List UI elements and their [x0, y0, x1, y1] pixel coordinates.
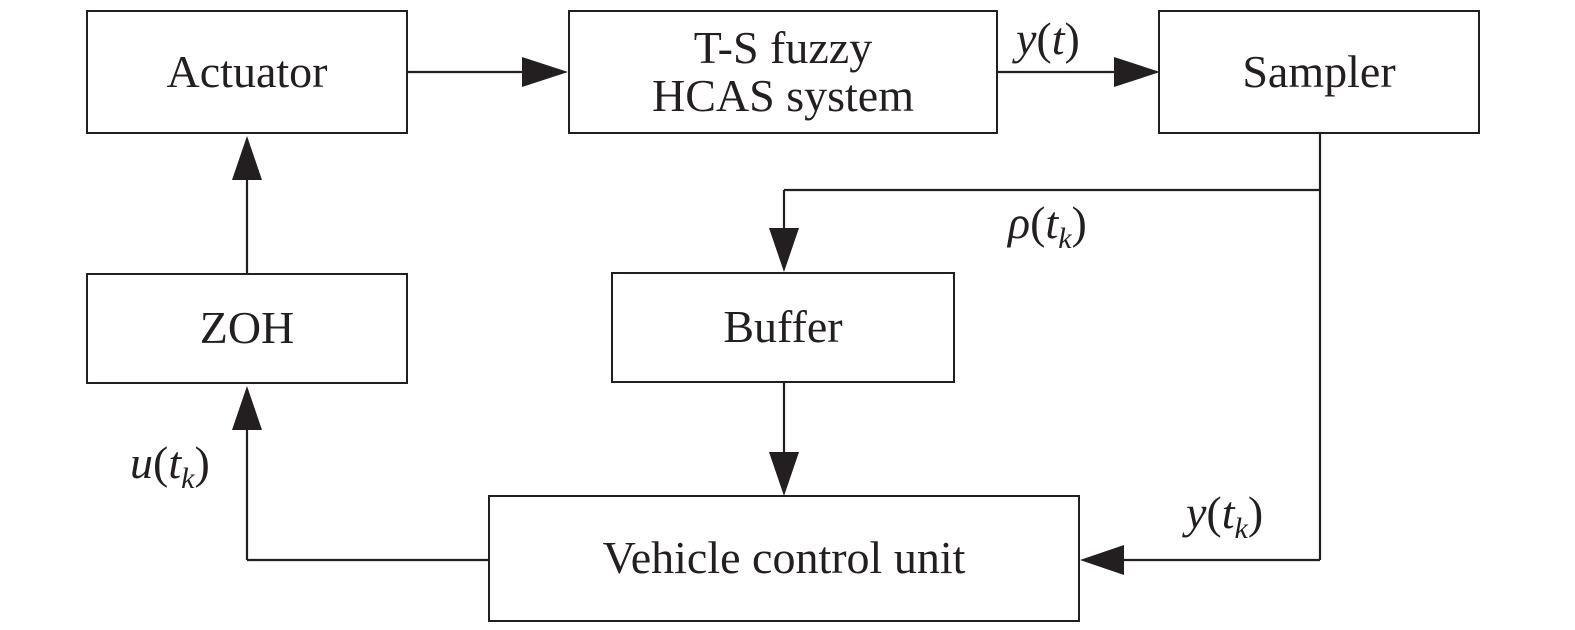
arrowhead-buffer-input	[769, 228, 799, 272]
signal-y-tk: y(tk)	[1186, 487, 1264, 545]
buffer-label: Buffer	[723, 301, 843, 353]
arrowhead-vcu-input-top	[769, 452, 799, 496]
arrowhead-zoh-input	[232, 386, 262, 430]
arrowhead-actuator-input	[232, 136, 262, 180]
plant-label-line1: T-S fuzzy	[693, 21, 873, 73]
signal-u-tk: u(tk)	[130, 437, 210, 495]
zoh-label: ZOH	[199, 302, 295, 354]
arrowhead-vcu-input-right	[1080, 545, 1124, 575]
plant-label-line2: HCAS system	[652, 70, 914, 121]
signal-rho-tk: ρ(tk)	[1008, 197, 1087, 255]
vcu-block: Vehicle control unit	[488, 495, 1080, 622]
sampler-label: Sampler	[1242, 45, 1396, 97]
plant-block: T-S fuzzy HCAS system	[568, 10, 998, 134]
actuator-label: Actuator	[166, 45, 328, 97]
sampler-block: Sampler	[1158, 10, 1480, 134]
signal-y-t: y(t)	[1016, 13, 1080, 64]
actuator-block: Actuator	[86, 10, 408, 134]
buffer-block: Buffer	[611, 272, 955, 383]
zoh-block: ZOH	[86, 273, 408, 384]
vcu-label: Vehicle control unit	[602, 532, 966, 584]
arrowhead-plant-input	[522, 57, 568, 87]
arrowhead-sampler-input	[1114, 57, 1160, 87]
